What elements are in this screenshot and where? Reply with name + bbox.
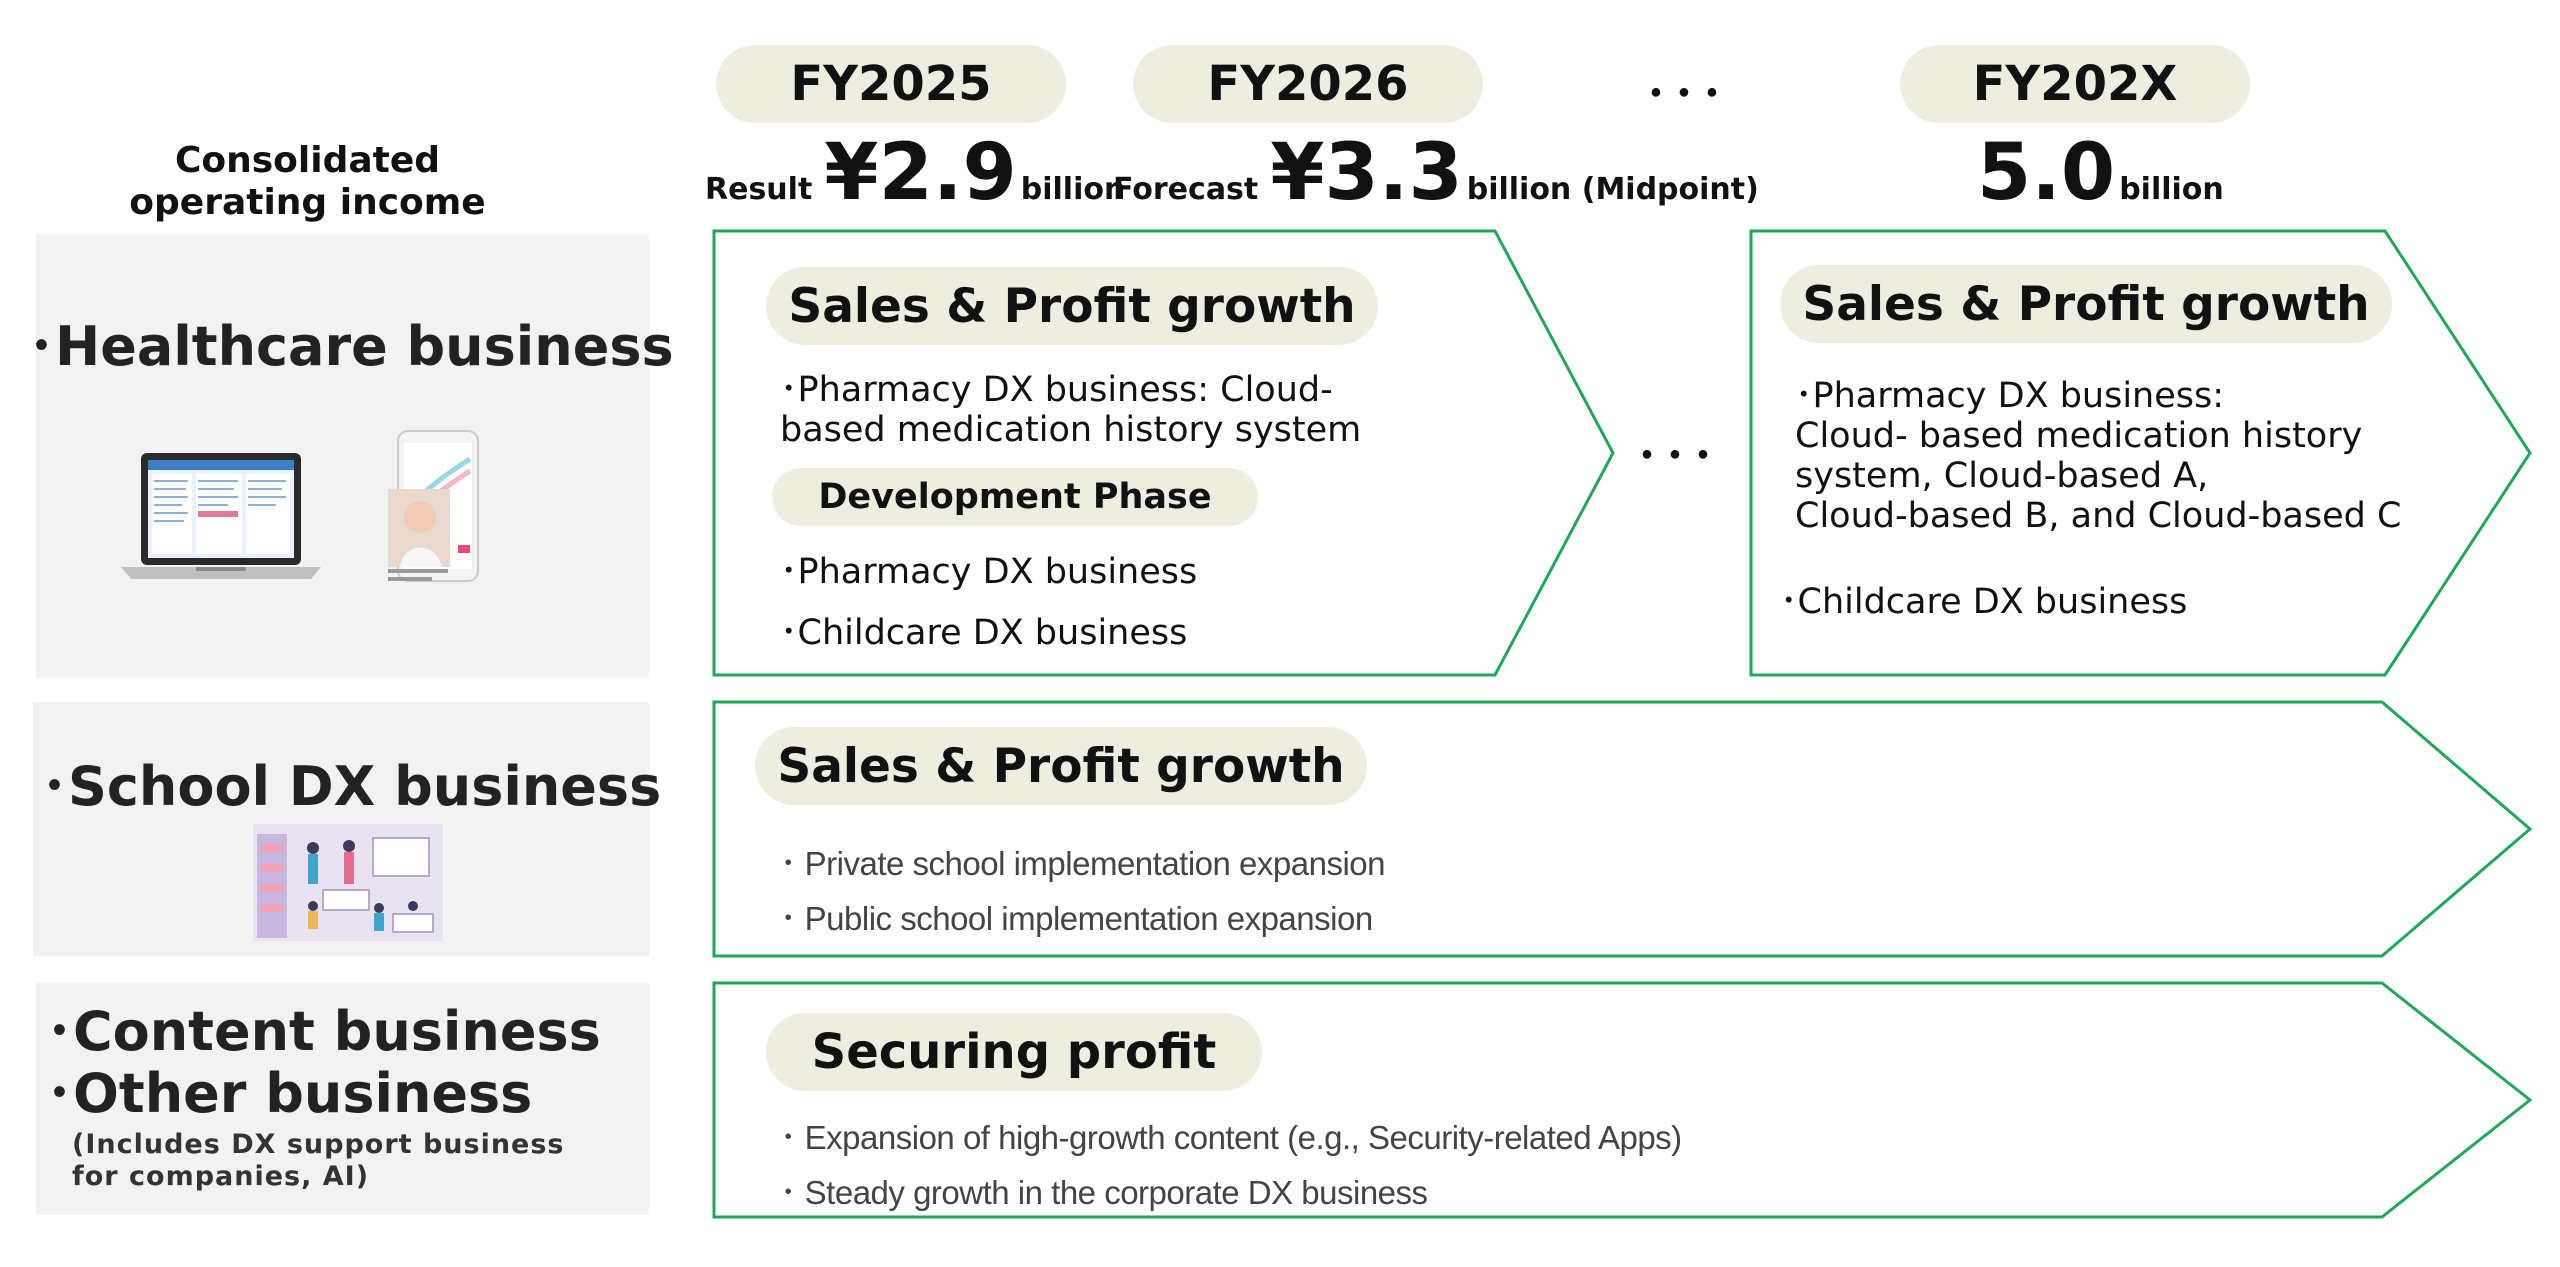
fy202x-unit: billion xyxy=(2119,172,2224,207)
content-note-line2: for companies, AI) xyxy=(72,1161,370,1192)
healthcare-fy202x-line5: ･Childcare DX business xyxy=(1780,582,2188,622)
fy2026-value: ¥3.3 xyxy=(1270,128,1463,218)
content-title-line2: ･Other business xyxy=(46,1062,533,1125)
healthcare-fy202x-line2: Cloud- based medication history xyxy=(1795,416,2363,456)
school-panel: ･School DX business xyxy=(33,702,661,956)
school-title: ･School DX business xyxy=(41,755,662,818)
healthcare-fy202x-line3: system, Cloud-based A, xyxy=(1795,456,2209,496)
development-phase-pill: Development Phase xyxy=(772,468,1258,526)
fy2026-prefix: Forecast xyxy=(1113,172,1259,207)
fy2026-pill: FY2026 xyxy=(1133,45,1483,123)
fy202x-pill: FY202X xyxy=(1900,45,2250,123)
consolidated-label-line1: Consolidated xyxy=(174,140,441,181)
healthcare-fy202x-pill: Sales & Profit growth xyxy=(1780,265,2392,343)
content-panel: ･Content business ･Other business (Inclu… xyxy=(36,983,649,1215)
consolidated-label-line2: operating income xyxy=(129,182,486,223)
healthcare-fy202x-line4: Cloud-based B, and Cloud-based C xyxy=(1795,496,2402,536)
fy2025-unit: billion xyxy=(1020,172,1126,207)
healthcare-fy2026-bullet3: ･Childcare DX business xyxy=(780,613,1188,653)
healthcare-fy2026-bullet1-line1: ･Pharmacy DX business: Cloud- xyxy=(780,370,1333,410)
healthcare-panel: ･Healthcare business xyxy=(28,234,674,678)
fy2025-value: ¥2.9 xyxy=(824,128,1017,218)
phone-illustration xyxy=(388,430,479,582)
healthcare-fy2026-pill: Sales & Profit growth xyxy=(766,267,1378,345)
healthcare-fy2026-bullet1: ･Pharmacy DX business: Cloud- based medi… xyxy=(780,370,1361,450)
consolidated-income-label: Consolidated operating income xyxy=(90,140,525,224)
fy2025-income: Result ¥2.9 billion xyxy=(705,128,1125,218)
healthcare-ellipsis: ･･･ xyxy=(1636,431,1720,482)
school-pill: Sales & Profit growth xyxy=(755,727,1367,805)
content-bullet1: ･ Expansion of high-growth content (e.g.… xyxy=(780,1119,1682,1156)
classroom-illustration xyxy=(253,824,443,941)
healthcare-fy202x-line1: ･Pharmacy DX business: xyxy=(1795,376,2225,416)
fy2026-unit: billion (Midpoint) xyxy=(1466,172,1759,207)
content-pill: Securing profit xyxy=(766,1013,1262,1091)
content-title: ･Content business ･Other business xyxy=(46,1001,601,1125)
fy2026-income: Forecast ¥3.3 billion (Midpoint) xyxy=(1113,128,1759,218)
content-bullet2: ･ Steady growth in the corporate DX busi… xyxy=(780,1174,1428,1211)
fy2025-pill: FY2025 xyxy=(716,45,1066,123)
school-bullet1: ･ Private school implementation expansio… xyxy=(780,845,1386,882)
healthcare-fy2026-bullet2: ･Pharmacy DX business xyxy=(780,552,1198,592)
fy202x-income: 5.0 billion xyxy=(1977,128,2224,218)
content-note-line1: (Includes DX support business xyxy=(72,1129,565,1160)
healthcare-title: ･Healthcare business xyxy=(28,315,674,378)
fy202x-value: 5.0 xyxy=(1977,128,2116,218)
healthcare-fy2026-bullet1-line2: based medication history system xyxy=(780,410,1362,450)
fy2025-prefix: Result xyxy=(705,172,813,207)
healthcare-fy202x-detail: ･Pharmacy DX business: Cloud- based medi… xyxy=(1795,376,2401,536)
header-ellipsis: ･･･ xyxy=(1645,69,1729,120)
content-note: (Includes DX support business for compan… xyxy=(72,1129,565,1193)
content-title-line1: ･Content business xyxy=(46,1000,601,1063)
school-bullet2: ･ Public school implementation expansion xyxy=(780,900,1373,937)
laptop-illustration xyxy=(121,453,321,579)
